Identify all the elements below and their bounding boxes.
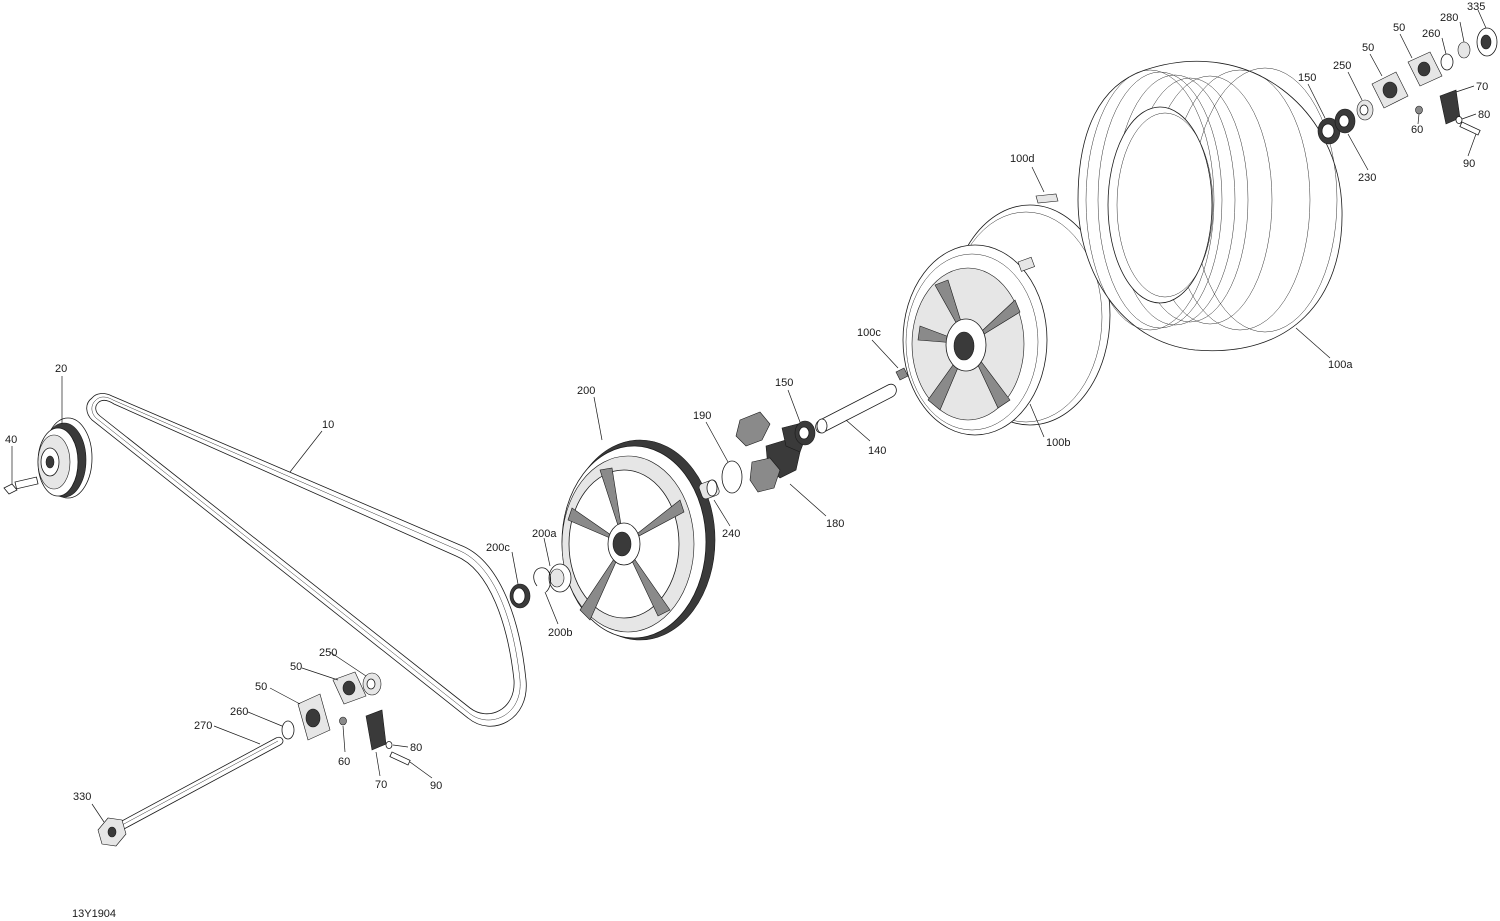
callout-250-upper: 250 [1333, 60, 1351, 72]
nut-335 [1476, 27, 1498, 57]
bolt-90-upper [1459, 121, 1481, 136]
drive-pulley [37, 417, 93, 499]
weight-100d [1035, 193, 1059, 204]
callout-230: 230 [1358, 172, 1376, 184]
callout-90-lower: 90 [430, 780, 442, 792]
callout-50-lower-b: 50 [255, 681, 267, 693]
damper-180 [735, 411, 807, 493]
driven-sprocket [561, 439, 716, 641]
callout-40: 40 [5, 434, 17, 446]
callout-180: 180 [826, 518, 844, 530]
callout-330: 330 [73, 791, 91, 803]
bearing-200a [548, 563, 572, 593]
callout-280: 280 [1440, 12, 1458, 24]
washer-80-lower [385, 741, 393, 749]
pulley-bolt [3, 476, 39, 495]
callout-10: 10 [322, 419, 334, 431]
callout-100b: 100b [1046, 437, 1070, 449]
callout-80-upper: 80 [1478, 109, 1490, 121]
spacer-240 [698, 479, 720, 500]
seal-200c [509, 583, 531, 609]
bearing-150-upper [1317, 117, 1341, 145]
callout-200b: 200b [548, 627, 572, 639]
callout-200: 200 [577, 385, 595, 397]
callout-70-upper: 70 [1476, 81, 1488, 93]
callout-100c: 100c [857, 327, 881, 339]
bearing-housing-50-lower-a [332, 671, 367, 705]
callout-190: 190 [693, 410, 711, 422]
callout-250-lower: 250 [319, 647, 337, 659]
callout-150-upper: 150 [1298, 72, 1316, 84]
axle-270 [116, 736, 284, 831]
callout-200c: 200c [486, 542, 510, 554]
washer-260-upper [1440, 53, 1454, 71]
callout-50-upper-b: 50 [1393, 22, 1405, 34]
callout-60-upper: 60 [1411, 124, 1423, 136]
callout-50-upper-a: 50 [1362, 42, 1374, 54]
callout-150-center: 150 [775, 377, 793, 389]
seal-230 [1334, 108, 1356, 134]
callout-260-upper: 260 [1422, 28, 1440, 40]
callout-100a: 100a [1328, 359, 1353, 371]
collar-250-upper [1356, 99, 1374, 121]
wheel-rim [902, 204, 1111, 436]
bearing-150-center [794, 420, 816, 446]
drawing-id: 13Y1904 [72, 908, 116, 920]
callout-labels: 20 40 10 200 200a 200c 200b 240 190 180 … [5, 1, 1490, 803]
callout-20: 20 [55, 363, 67, 375]
drive-belt [86, 393, 527, 727]
callout-60-lower: 60 [338, 756, 350, 768]
bearing-housing-50-lower-b [297, 693, 331, 741]
callout-140: 140 [868, 445, 886, 457]
axle-nut-330 [97, 817, 127, 847]
callout-90-upper: 90 [1463, 158, 1475, 170]
circlip-200b [533, 567, 552, 593]
nut-60-lower [339, 716, 347, 726]
ring-280 [1457, 41, 1471, 59]
sleeve-140 [815, 383, 897, 434]
callout-270: 270 [194, 720, 212, 732]
callout-70-lower: 70 [375, 779, 387, 791]
tire [1077, 60, 1343, 352]
bolt-90-lower [389, 751, 411, 766]
leader-lines [11, 9, 1487, 823]
callout-100d: 100d [1010, 153, 1034, 165]
nut-60-upper [1415, 105, 1423, 115]
callout-200a: 200a [532, 528, 557, 540]
callout-50-lower-a: 50 [290, 661, 302, 673]
callout-335: 335 [1467, 1, 1485, 13]
o-ring-190 [721, 460, 743, 494]
tensioner-70-lower [365, 709, 387, 751]
callout-80-lower: 80 [410, 742, 422, 754]
collar-250-lower [362, 672, 382, 696]
washer-260-lower [281, 720, 295, 740]
bearing-housing-50-upper-b [1407, 51, 1443, 87]
callout-260-lower: 260 [230, 706, 248, 718]
washer-80-upper [1455, 116, 1463, 124]
bearing-housing-50-upper-a [1371, 71, 1409, 109]
callout-240: 240 [722, 528, 740, 540]
